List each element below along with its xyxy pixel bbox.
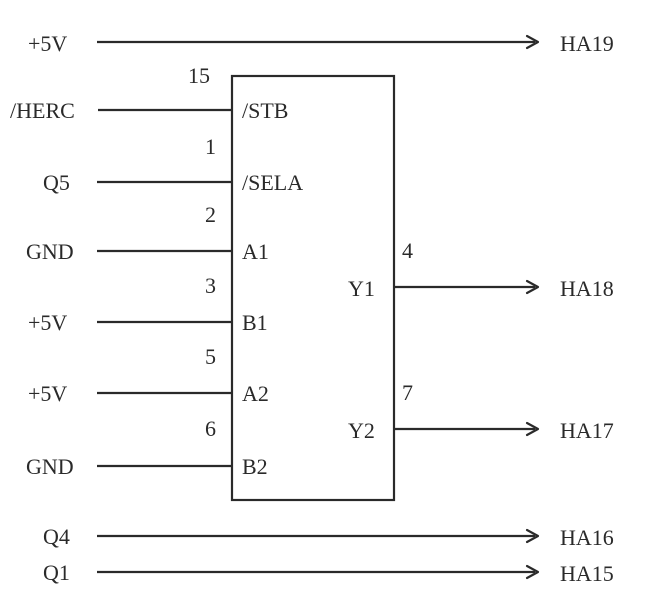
input-pin-a2: 5 +5V A2: [28, 344, 269, 406]
arrow-icon: [525, 34, 540, 50]
pass-through-ha15: Q1 HA15: [43, 560, 614, 586]
signal-label: GND: [26, 454, 74, 479]
signal-label: /HERC: [10, 98, 75, 123]
pin-name: /STB: [242, 98, 288, 123]
output-label: HA18: [560, 276, 614, 301]
signal-label: GND: [26, 239, 74, 264]
input-pin-b1: 3 +5V B1: [28, 273, 268, 335]
output-label: HA16: [560, 525, 614, 550]
arrow-icon: [525, 421, 540, 437]
pin-name: Y2: [348, 418, 375, 443]
pin-number: 2: [205, 202, 216, 227]
signal-label: +5V: [28, 381, 67, 406]
signal-label: Q1: [43, 560, 70, 585]
pin-number: 4: [402, 238, 413, 263]
arrow-icon: [525, 528, 540, 544]
pin-number: 6: [205, 416, 216, 441]
signal-label: Q4: [43, 524, 70, 549]
pin-number: 5: [205, 344, 216, 369]
output-pin-y2: 7 Y2 HA17: [348, 380, 614, 443]
input-pin-b2: 6 GND B2: [26, 416, 268, 479]
signal-label: +5V: [28, 31, 67, 56]
pin-number: 7: [402, 380, 413, 405]
pin-name: B2: [242, 454, 268, 479]
pass-through-ha19: +5V HA19: [28, 31, 614, 56]
pin-number: 15: [188, 63, 210, 88]
arrow-icon: [525, 279, 540, 295]
ic-chip-box: [230, 74, 396, 502]
input-pin-a1: 2 GND A1: [26, 202, 269, 264]
pin-number: 3: [205, 273, 216, 298]
output-label: HA19: [560, 31, 614, 56]
output-label: HA15: [560, 561, 614, 586]
input-pin-sela: 1 Q5 /SELA: [43, 134, 303, 195]
output-label: HA17: [560, 418, 614, 443]
pin-name: B1: [242, 310, 268, 335]
arrow-icon: [525, 564, 540, 580]
pass-through-ha16: Q4 HA16: [43, 524, 614, 550]
pin-name: Y1: [348, 276, 375, 301]
signal-label: +5V: [28, 310, 67, 335]
input-pin-stb: 15 /HERC /STB: [10, 63, 288, 123]
pin-name: A2: [242, 381, 269, 406]
pin-number: 1: [205, 134, 216, 159]
signal-label: Q5: [43, 170, 70, 195]
pin-name: A1: [242, 239, 269, 264]
pin-name: /SELA: [242, 170, 303, 195]
output-pin-y1: 4 Y1 HA18: [348, 238, 614, 301]
